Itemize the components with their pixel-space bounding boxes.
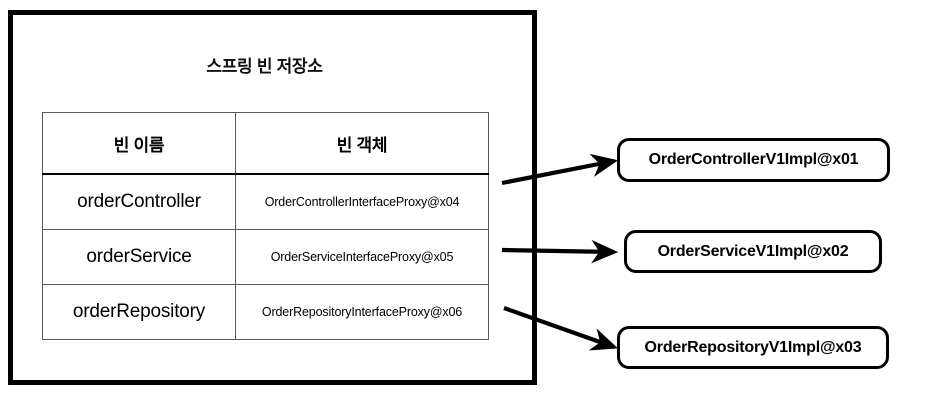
table-row: orderController OrderControllerInterface… xyxy=(42,173,489,230)
impl-box-order-controller: OrderControllerV1Impl@x01 xyxy=(617,138,890,182)
table-header-row: 빈 이름 빈 객체 xyxy=(42,112,489,175)
impl-box-label: OrderRepositoryV1Impl@x03 xyxy=(644,338,862,356)
impl-box-label: OrderServiceV1Impl@x02 xyxy=(657,242,849,260)
column-header-bean-name: 빈 이름 xyxy=(42,112,236,175)
column-header-bean-object: 빈 객체 xyxy=(235,112,489,175)
cell-bean-object: OrderControllerInterfaceProxy@x04 xyxy=(235,173,489,230)
cell-bean-object: OrderRepositoryInterfaceProxy@x06 xyxy=(235,284,489,340)
impl-box-order-service: OrderServiceV1Impl@x02 xyxy=(624,230,882,273)
cell-bean-name: orderRepository xyxy=(42,284,236,340)
table-row: orderRepository OrderRepositoryInterface… xyxy=(42,284,489,340)
bean-registry-table: 빈 이름 빈 객체 orderController OrderControlle… xyxy=(42,112,489,340)
container-title: 스프링 빈 저장소 xyxy=(206,57,323,76)
impl-box-label: OrderControllerV1Impl@x01 xyxy=(648,151,859,168)
impl-box-order-repository: OrderRepositoryV1Impl@x03 xyxy=(617,326,889,369)
cell-bean-name: orderService xyxy=(42,229,236,285)
cell-bean-object: OrderServiceInterfaceProxy@x05 xyxy=(235,229,489,285)
cell-bean-name: orderController xyxy=(42,173,236,230)
table-row: orderService OrderServiceInterfaceProxy@… xyxy=(42,229,489,285)
